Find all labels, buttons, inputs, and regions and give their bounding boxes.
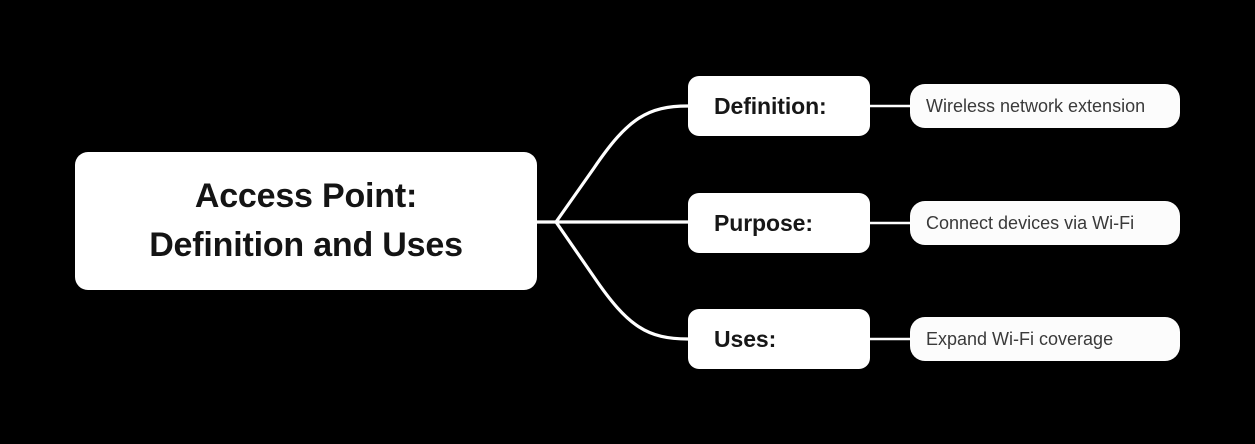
leaf-label: Wireless network extension xyxy=(926,95,1146,116)
root-node[interactable]: Access Point: Definition and Uses xyxy=(75,152,537,290)
branch-node-uses[interactable]: Uses: xyxy=(688,309,870,369)
leaf-node-purpose[interactable]: Connect devices via Wi-Fi xyxy=(910,201,1180,245)
branch-label: Definition: xyxy=(714,92,827,119)
leaf-label: Connect devices via Wi-Fi xyxy=(926,212,1135,233)
branch-node-purpose[interactable]: Purpose: xyxy=(688,193,870,253)
branch-label: Purpose: xyxy=(714,209,813,236)
branch-label: Uses: xyxy=(714,325,777,352)
branch-node-definition[interactable]: Definition: xyxy=(688,76,870,136)
leaf-label: Expand Wi-Fi coverage xyxy=(926,328,1114,349)
leaf-node-definition[interactable]: Wireless network extension xyxy=(910,84,1180,128)
root-node-title: Access Point: Definition and Uses xyxy=(149,176,463,264)
leaf-node-uses[interactable]: Expand Wi-Fi coverage xyxy=(910,317,1180,361)
